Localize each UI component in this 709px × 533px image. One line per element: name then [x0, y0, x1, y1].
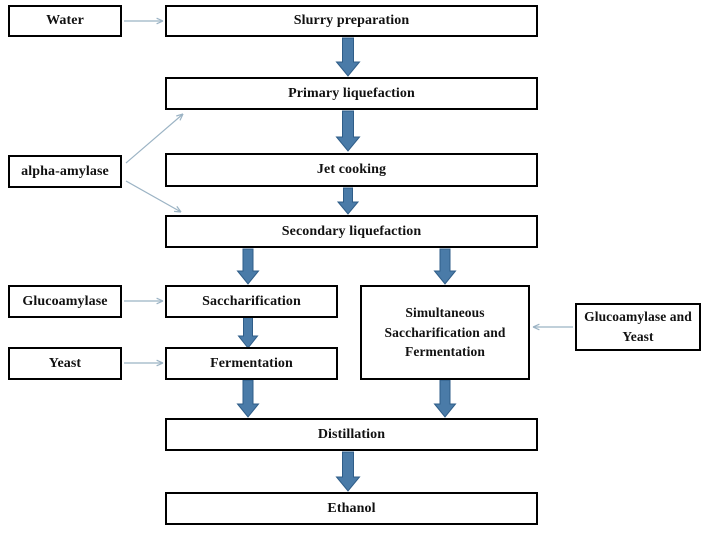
thick-arrow-secondary-to-ssf	[433, 248, 457, 285]
node-label-ssf: Simultaneous Saccharification and Fermen…	[384, 305, 506, 360]
node-ethanol[interactable]: Ethanol	[165, 492, 538, 525]
node-fermentation[interactable]: Fermentation	[165, 347, 338, 380]
node-label-jet_cooking: Jet cooking	[316, 162, 387, 178]
node-jet_cooking[interactable]: Jet cooking	[165, 153, 538, 187]
thin-arrow-yeast-to-fermentation	[124, 359, 164, 367]
node-label-fermentation: Fermentation	[210, 355, 293, 371]
node-primary[interactable]: Primary liquefaction	[165, 77, 538, 110]
node-label-distillation: Distillation	[317, 426, 386, 442]
node-label-primary: Primary liquefaction	[288, 85, 415, 101]
node-ssf[interactable]: Simultaneous Saccharification and Fermen…	[360, 285, 530, 380]
thick-arrow-ssf-to-distill	[433, 379, 457, 418]
node-yeast[interactable]: Yeast	[8, 347, 122, 380]
thick-arrow-slurry-to-primary	[335, 37, 361, 77]
node-label-slurry: Slurry preparation	[293, 13, 410, 29]
node-label-glucoamylase: Glucoamylase	[22, 293, 108, 309]
thin-arrow-water-to-slurry	[124, 17, 164, 25]
thick-arrow-primary-to-jet	[335, 110, 361, 152]
node-label-secondary: Secondary liquefaction	[281, 223, 422, 239]
node-label-ethanol: Ethanol	[327, 500, 376, 516]
thick-arrow-secondary-to-saccharify	[236, 248, 260, 285]
thick-arrow-jet-to-secondary	[336, 187, 360, 215]
node-label-alpha_amylase: alpha-amylase	[21, 163, 109, 179]
node-glucoamylase[interactable]: Glucoamylase	[8, 285, 122, 318]
thin-arrow-glucoyeast-to-ssf	[532, 323, 573, 331]
thick-arrow-fermentation-to-distill	[236, 379, 260, 418]
thin-arrow-glucoamylase-to-saccharify	[124, 297, 164, 305]
node-alpha_amylase[interactable]: alpha-amylase	[8, 155, 122, 188]
node-gluco_yeast[interactable]: Glucoamylase and Yeast	[575, 303, 701, 351]
node-slurry[interactable]: Slurry preparation	[165, 5, 538, 37]
thick-arrow-distill-to-ethanol	[335, 451, 361, 492]
node-saccharify[interactable]: Saccharification	[165, 285, 338, 318]
thick-arrow-saccharify-to-fermentation	[237, 316, 259, 349]
node-label-water: Water	[46, 13, 84, 29]
node-water[interactable]: Water	[8, 5, 122, 37]
node-secondary[interactable]: Secondary liquefaction	[165, 215, 538, 248]
node-label-gluco_yeast: Glucoamylase and Yeast	[584, 309, 692, 344]
node-label-saccharify: Saccharification	[202, 293, 301, 309]
node-distillation[interactable]: Distillation	[165, 418, 538, 451]
node-label-yeast: Yeast	[48, 355, 82, 371]
